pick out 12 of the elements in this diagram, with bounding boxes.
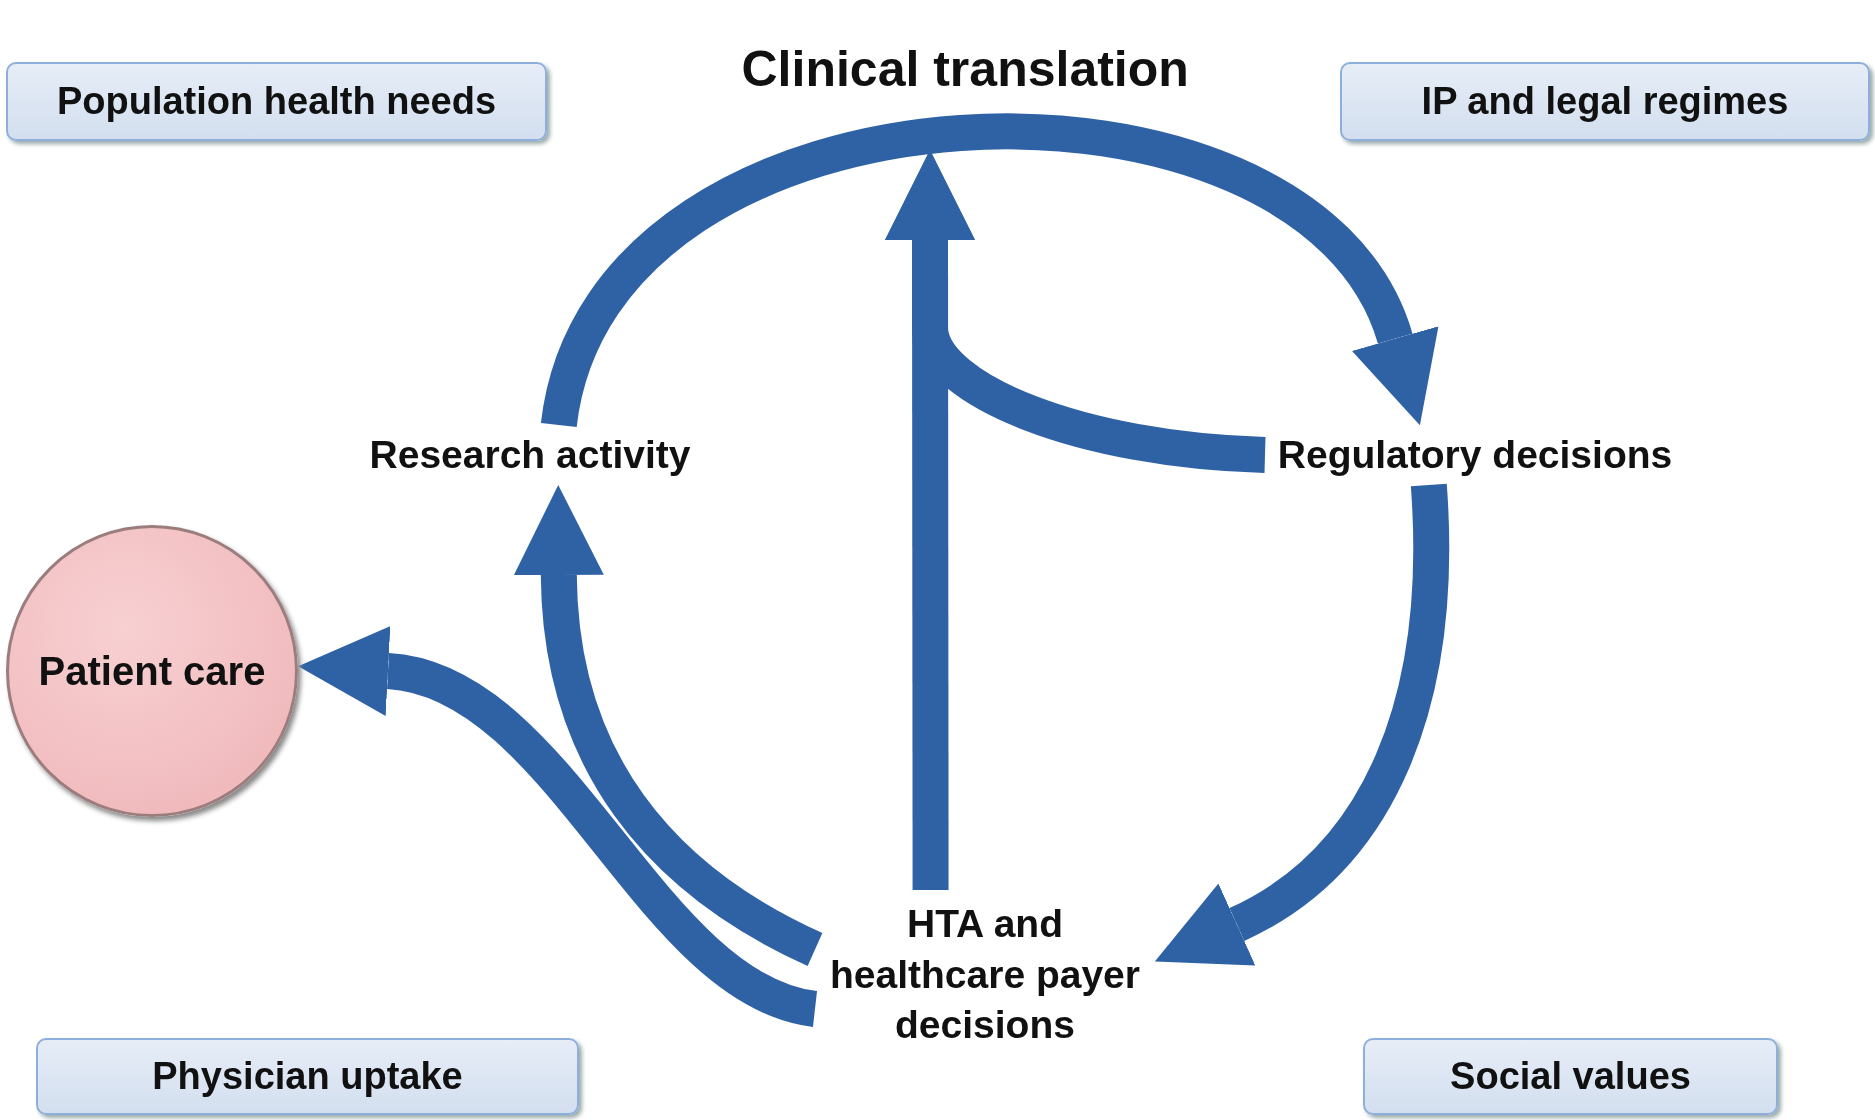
arrow [1157,484,1450,967]
arrow [299,626,820,1027]
stage-label: Research activity [350,425,710,485]
arrow [513,485,823,966]
factor-box: IP and legal regimes [1340,62,1870,141]
stage-label: HTA and healthcare payer decisions [815,890,1155,1060]
stage-label: Regulatory decisions [1265,425,1685,485]
outcome-circle: Patient care [6,525,298,817]
arrow [541,114,1436,430]
factor-box: Social values [1363,1038,1778,1115]
factor-box: Physician uptake [36,1038,579,1115]
factor-box: Population health needs [6,62,547,141]
